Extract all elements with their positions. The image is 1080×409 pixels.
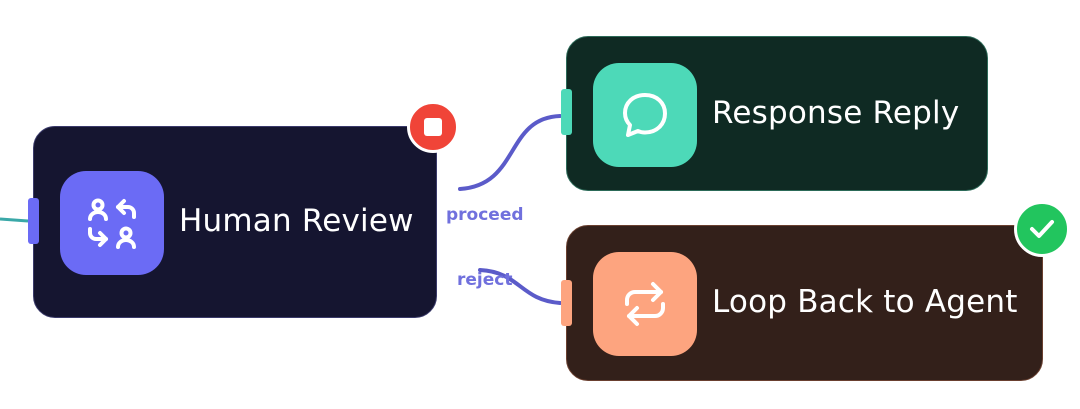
check-icon: [1030, 220, 1054, 238]
node-loop-back-input-port[interactable]: [561, 280, 572, 326]
node-loop-back-icon-tile: [593, 252, 697, 356]
node-response-reply-label: Response Reply: [712, 95, 960, 131]
node-response-reply[interactable]: Response Reply: [566, 36, 988, 191]
edge-label-proceed: proceed: [446, 205, 524, 225]
incoming-edge: [0, 217, 29, 223]
node-loop-back-label: Loop Back to Agent: [712, 284, 1018, 320]
node-response-reply-icon-tile: [593, 63, 697, 167]
node-loop-back[interactable]: Loop Back to Agent: [566, 225, 1043, 381]
chat-bubble-icon: [623, 93, 667, 137]
repeat-icon: [625, 282, 665, 326]
edge-label-reject: reject: [457, 270, 513, 290]
status-badge-stopped[interactable]: [407, 101, 459, 153]
status-badge-completed[interactable]: [1014, 201, 1070, 257]
node-human-review-icon-tile: [60, 171, 164, 275]
edge-reject[interactable]: [478, 268, 562, 305]
edge-proceed[interactable]: [458, 114, 562, 191]
node-response-reply-input-port[interactable]: [561, 89, 572, 135]
stop-icon: [424, 118, 442, 136]
people-swap-icon: [88, 198, 136, 249]
node-human-review-label: Human Review: [179, 203, 414, 239]
node-human-review[interactable]: Human Review: [33, 126, 437, 318]
node-human-review-input-port[interactable]: [28, 198, 39, 244]
